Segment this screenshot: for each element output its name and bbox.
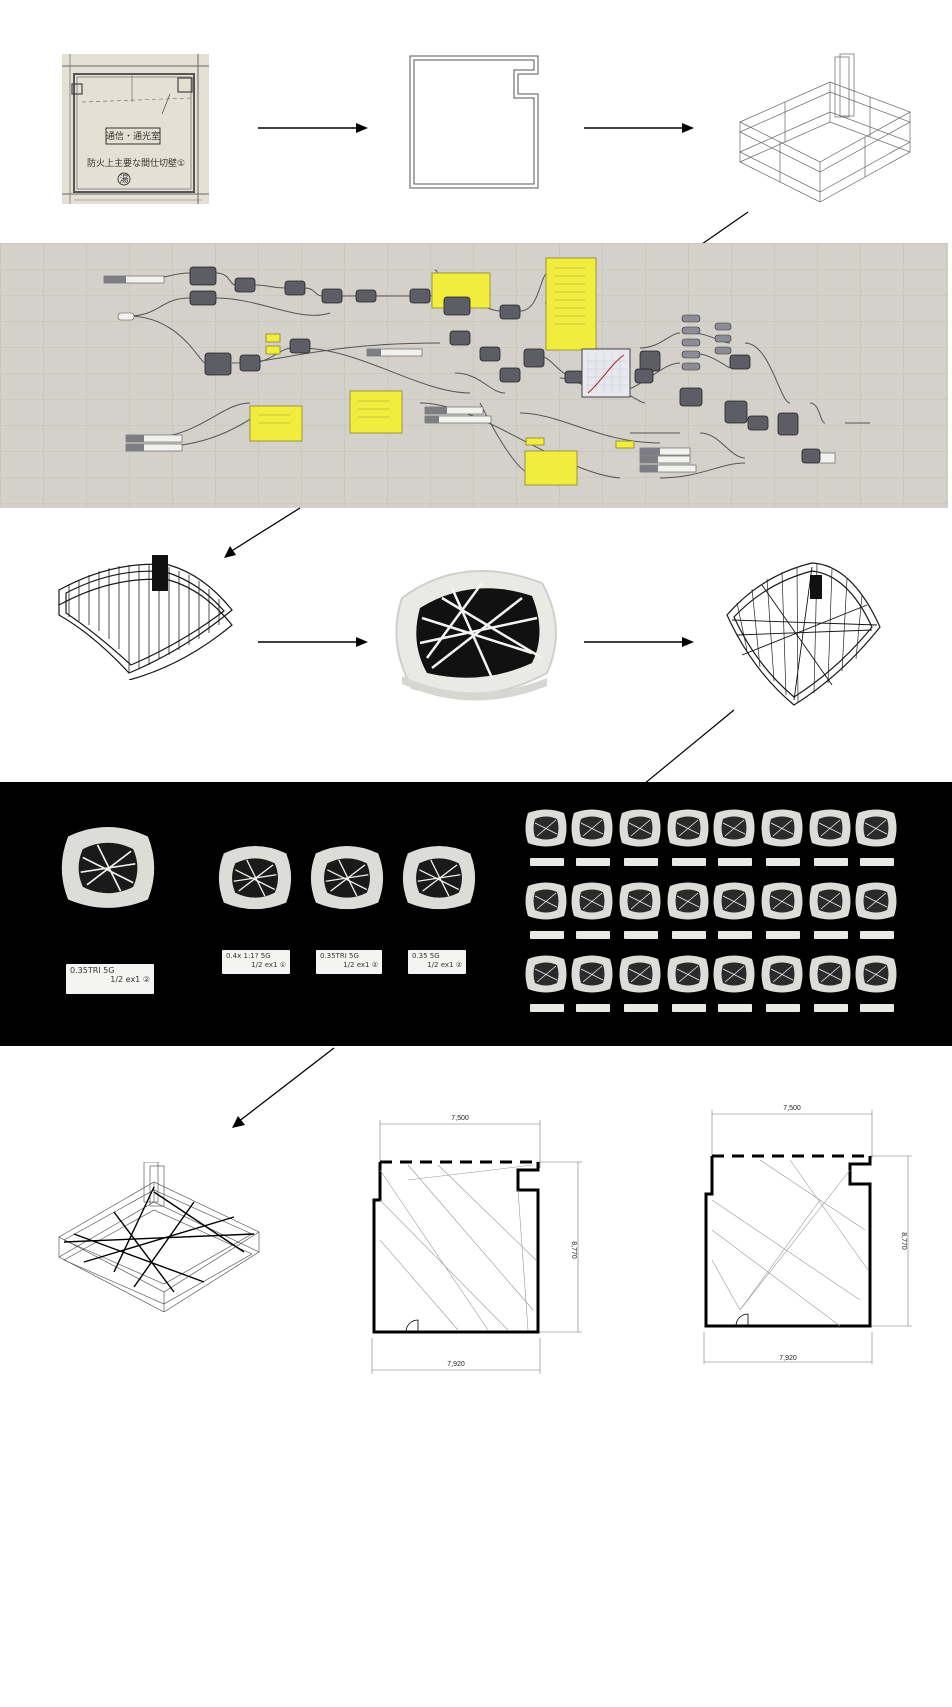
label-line: 1/2 ex1 ② — [343, 961, 378, 969]
mini-label — [530, 931, 564, 939]
label-line: 1/2 ex1 ② — [110, 975, 150, 984]
mini-label — [530, 1004, 564, 1012]
bottom-dimension: 7,920 — [779, 1355, 797, 1362]
prototype-photo-panel: 0.35TRI 5G 1/2 ex1 ② 0.4x 1:1? 5G 1/2 ex… — [0, 782, 952, 1046]
wireframe-model — [739, 53, 911, 203]
mini-label — [766, 1004, 800, 1012]
prototype-label: 0.35 5G 1/2 ex1 ② — [408, 950, 466, 974]
lattice-model — [58, 555, 233, 680]
printed-model-photo — [395, 570, 557, 701]
mini-label — [672, 931, 706, 939]
prototype-label: 0.4x 1:1? 5G 1/2 ex1 ① — [222, 950, 290, 974]
floor-plan-right: 7,500 8,770 7,920 — [703, 1105, 912, 1364]
mini-label — [624, 1004, 658, 1012]
scanned-floor-plan: 通信・通光室 防火上主要な間仕切壁① 湯 — [62, 54, 209, 204]
scan-symbol: 湯 — [119, 174, 128, 185]
outline-plan — [409, 55, 539, 189]
bottom-dimension: 7,920 — [447, 1361, 465, 1368]
mini-label — [814, 1004, 848, 1012]
mini-label — [718, 858, 752, 866]
label-line: 0.35TRI 5G — [70, 966, 115, 975]
label-line: 0.35 5G — [412, 952, 440, 960]
prototype-label: 0.35TRI 5G 1/2 ex1 ② — [316, 950, 382, 974]
mini-label — [814, 931, 848, 939]
side-dimension: 8,770 — [900, 1232, 907, 1250]
mini-label — [860, 858, 894, 866]
prototype-label-large: 0.35TRI 5G 1/2 ex1 ② — [66, 964, 154, 994]
top-dimension: 7,500 — [783, 1105, 801, 1112]
label-line: 1/2 ex1 ② — [427, 961, 462, 969]
mini-label — [766, 931, 800, 939]
mini-label — [576, 1004, 610, 1012]
string-wireframe-model — [58, 1162, 260, 1312]
mini-label — [860, 1004, 894, 1012]
mini-label — [860, 931, 894, 939]
floor-plan-left: 7,500 8,770 7,920 — [371, 1115, 582, 1374]
grasshopper-canvas — [0, 243, 948, 508]
arrow-right — [258, 637, 368, 647]
mini-label — [576, 931, 610, 939]
side-dimension: 8,770 — [570, 1241, 577, 1259]
connector-line — [701, 211, 749, 245]
mini-label — [624, 858, 658, 866]
arrow-right — [584, 123, 694, 133]
mini-label — [576, 858, 610, 866]
wall-note: 防火上主要な間仕切壁① — [87, 157, 185, 169]
top-dimension: 7,500 — [451, 1115, 469, 1122]
arrow-down-left — [224, 507, 301, 558]
mini-label — [624, 931, 658, 939]
mini-label — [814, 858, 848, 866]
label-line: 0.4x 1:1? 5G — [226, 952, 271, 960]
room-label: 通信・通光室 — [106, 130, 160, 142]
mini-label — [718, 931, 752, 939]
mini-label — [672, 858, 706, 866]
arrow-right — [258, 123, 368, 133]
lattice-string-model — [726, 562, 881, 706]
mini-label — [530, 858, 564, 866]
arrow-right — [584, 637, 694, 647]
arrow-down-left — [232, 1047, 335, 1128]
label-line: 1/2 ex1 ① — [251, 961, 286, 969]
label-line: 0.35TRI 5G — [320, 952, 359, 960]
connector-line — [643, 709, 735, 785]
mini-label — [672, 1004, 706, 1012]
mini-label — [766, 858, 800, 866]
mini-label — [718, 1004, 752, 1012]
